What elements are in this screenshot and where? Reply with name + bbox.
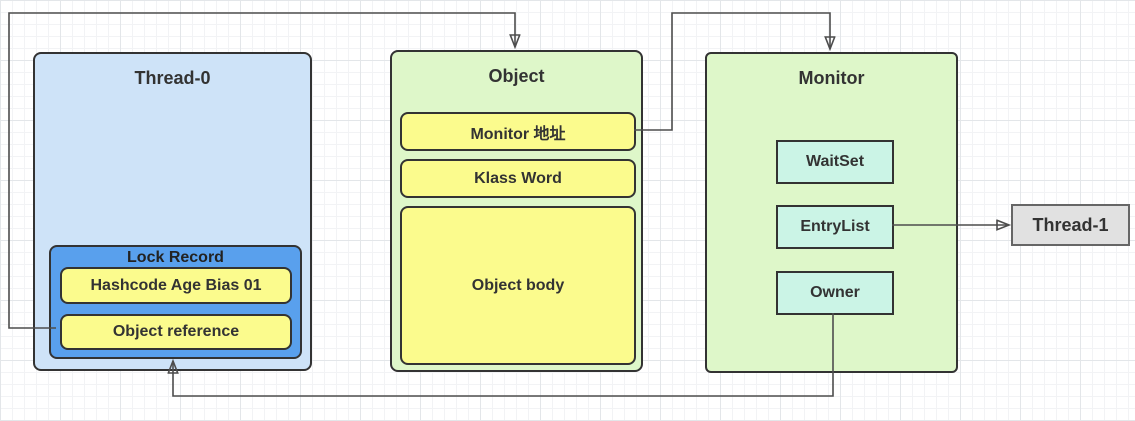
thread0-title: Thread-0 <box>134 68 211 88</box>
monitor-item-owner: Owner <box>776 271 894 315</box>
monitor-box: Monitor WaitSet EntryList Owner <box>705 52 958 373</box>
object-box: Object Monitor 地址 Klass Word Object body <box>390 50 643 372</box>
thread1-box: Thread-1 <box>1011 204 1130 246</box>
lock-record-box: Lock Record Hashcode Age Bias 01 Object … <box>49 245 302 359</box>
lock-record-field-object-reference: Object reference <box>60 314 292 350</box>
object-field-monitor-address: Monitor 地址 <box>400 112 636 151</box>
monitor-item-waitset: WaitSet <box>776 140 894 184</box>
object-field-klass-word: Klass Word <box>400 159 636 198</box>
monitor-title: Monitor <box>798 68 865 88</box>
object-field-object-body: Object body <box>400 206 636 365</box>
lock-record-title: Lock Record <box>127 249 224 266</box>
thread0-box: Thread-0 Lock Record Hashcode Age Bias 0… <box>33 52 312 371</box>
thread1-title: Thread-1 <box>1032 214 1109 235</box>
lock-record-field-hashcode-age-bias: Hashcode Age Bias 01 <box>60 267 292 304</box>
monitor-item-entrylist: EntryList <box>776 205 894 249</box>
object-title: Object <box>488 66 545 86</box>
